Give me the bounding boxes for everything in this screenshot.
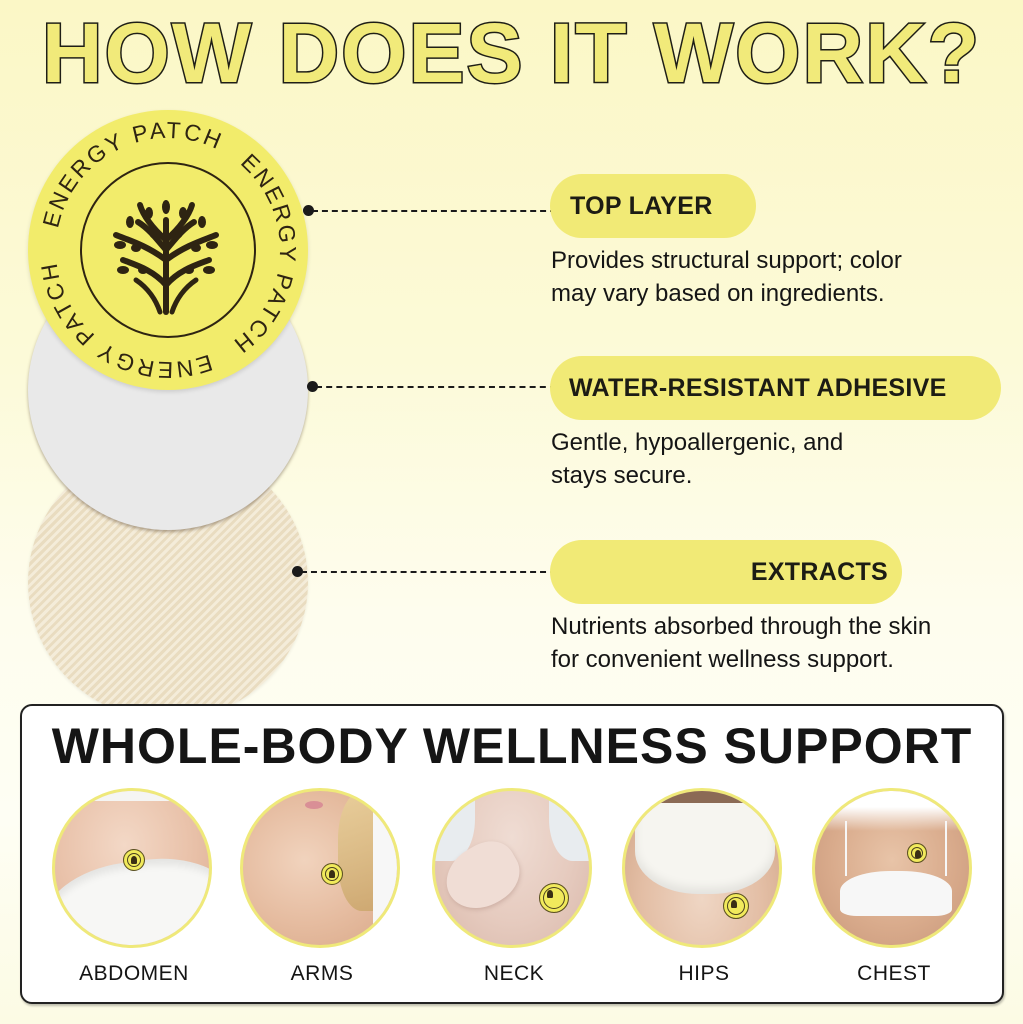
zone-label: HIPS: [678, 962, 730, 985]
extracts-layer-title: EXTRACTS: [750, 557, 888, 586]
wellness-panel: WHOLE-BODY WELLNESS SUPPORT ABDOMEN ARMS…: [20, 704, 1004, 1004]
page-headline: HOW DOES IT WORK?: [40, 6, 982, 100]
patch-marker: [907, 843, 927, 863]
patch-marker: [321, 863, 343, 885]
patch-marker: [539, 883, 569, 913]
zone-arms: ARMS: [240, 788, 404, 986]
connector-line-top: [312, 210, 556, 212]
zone-label: ABDOMEN: [79, 962, 189, 985]
extracts-layer-description: Nutrients absorbed through the skin for …: [551, 613, 932, 673]
svg-text:ENERGY PATCH: ENERGY PATCH: [37, 117, 227, 231]
top-layer-title: TOP LAYER: [570, 191, 713, 220]
connector-line-adhesive: [316, 386, 556, 388]
energy-patch-emblem: ENERGY PATCH ENERGY PATCH ENERGY PATCH: [35, 117, 302, 383]
chest-photo: [812, 788, 972, 948]
ring-text: ENERGY PATCH: [37, 117, 224, 231]
patch-marker: [123, 849, 145, 871]
connector-line-extracts: [301, 571, 556, 573]
arms-photo: [240, 788, 400, 948]
top-layer-description: Provides structural support; color may v…: [551, 247, 902, 307]
connector-dot-adhesive: [307, 381, 318, 392]
hips-photo: [622, 788, 782, 948]
zone-hips: HIPS: [622, 788, 786, 986]
extracts-layer-label: EXTRACTS: [550, 540, 902, 604]
tree-leaves: [114, 200, 218, 274]
adhesive-layer-label: WATER-RESISTANT ADHESIVE: [550, 356, 1001, 420]
ring-text: ENERGY PATCH: [228, 148, 299, 359]
neck-photo: [432, 788, 592, 948]
adhesive-layer-title: WATER-RESISTANT ADHESIVE: [569, 373, 947, 402]
wellness-title: WHOLE-BODY WELLNESS SUPPORT: [51, 718, 973, 774]
zone-neck: NECK: [432, 788, 596, 986]
tree-icon: [113, 202, 219, 315]
zone-label: NECK: [483, 962, 545, 985]
connector-dot-extracts: [292, 566, 303, 577]
zone-label: CHEST: [857, 962, 931, 985]
svg-text:ENERGY PATCH: ENERGY PATCH: [228, 148, 302, 359]
svg-text:ENERGY PATCH: ENERGY PATCH: [35, 259, 215, 383]
zone-label: ARMS: [290, 962, 354, 985]
zone-abdomen: ABDOMEN: [52, 788, 216, 986]
patch-marker: [723, 893, 749, 919]
ring-text: ENERGY PATCH: [35, 259, 213, 383]
top-layer-disc: ENERGY PATCH ENERGY PATCH ENERGY PATCH: [28, 110, 308, 390]
top-layer-label: TOP LAYER: [550, 174, 756, 238]
abdomen-photo: [52, 788, 212, 948]
connector-dot-top: [303, 205, 314, 216]
adhesive-layer-description: Gentle, hypoallergenic, and stays secure…: [551, 429, 844, 489]
zone-chest: CHEST: [812, 788, 976, 986]
